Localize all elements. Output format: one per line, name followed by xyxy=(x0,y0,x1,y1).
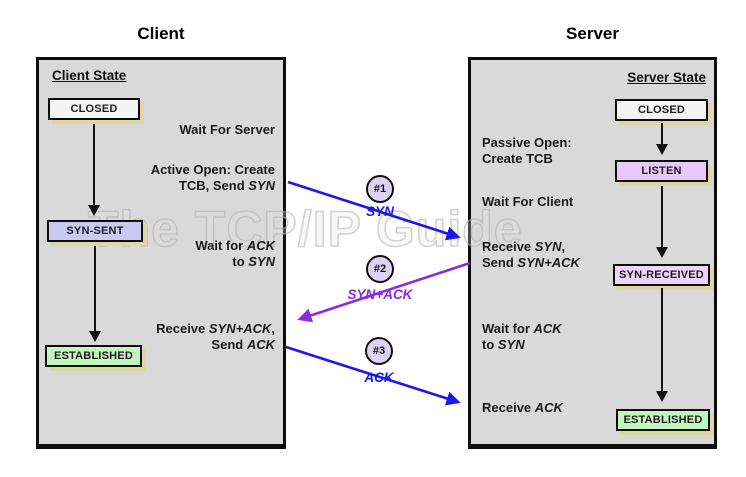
client-state-closed: CLOSED xyxy=(48,98,140,120)
server-note-wait-for-client: Wait For Client xyxy=(482,194,574,209)
client-state-syn-sent: SYN-SENT xyxy=(47,220,143,242)
client-note-wait-for-server: Wait For Server xyxy=(179,122,275,137)
server-state-syn-received: SYN-RECEIVED xyxy=(613,264,710,286)
client-arrow-closed-to-synsent xyxy=(93,124,95,205)
server-state-established: ESTABLISHED xyxy=(616,409,710,431)
client-panel xyxy=(36,57,286,449)
message-3-label: ACK xyxy=(364,370,394,385)
server-panel xyxy=(468,57,717,449)
client-arrowhead-1-icon xyxy=(88,205,100,216)
server-arrow-synreceived-to-established xyxy=(661,288,663,391)
client-arrow-synsent-to-established xyxy=(94,246,96,331)
client-title: Client xyxy=(137,24,185,43)
server-arrowhead-1-icon xyxy=(656,144,668,155)
server-note-passive-open: Passive Open:Create TCB xyxy=(482,135,572,166)
server-state-listen: LISTEN xyxy=(615,160,708,182)
server-title: Server xyxy=(566,24,619,43)
client-arrowhead-2-icon xyxy=(89,331,101,342)
message-3-badge: #3 xyxy=(365,337,393,365)
message-1-badge: #1 xyxy=(366,175,394,203)
server-state-heading: Server State xyxy=(627,70,706,85)
message-1-label: SYN xyxy=(366,204,394,219)
server-arrow-listen-to-synreceived xyxy=(661,186,663,247)
server-arrow-closed-to-listen xyxy=(661,123,663,144)
client-state-established: ESTABLISHED xyxy=(45,345,142,367)
server-arrowhead-3-icon xyxy=(656,391,668,402)
server-note-receive-ack: Receive ACK xyxy=(482,400,563,415)
message-2-badge: #2 xyxy=(366,255,394,283)
server-note-receive-syn: Receive SYN,Send SYN+ACK xyxy=(482,239,580,270)
server-arrowhead-2-icon xyxy=(656,247,668,258)
message-2-label: SYN+ACK xyxy=(347,287,413,302)
server-state-closed: CLOSED xyxy=(615,99,708,121)
client-state-heading: Client State xyxy=(52,68,127,83)
client-note-receive-synack: Receive SYN+ACK,Send ACK xyxy=(156,321,275,352)
